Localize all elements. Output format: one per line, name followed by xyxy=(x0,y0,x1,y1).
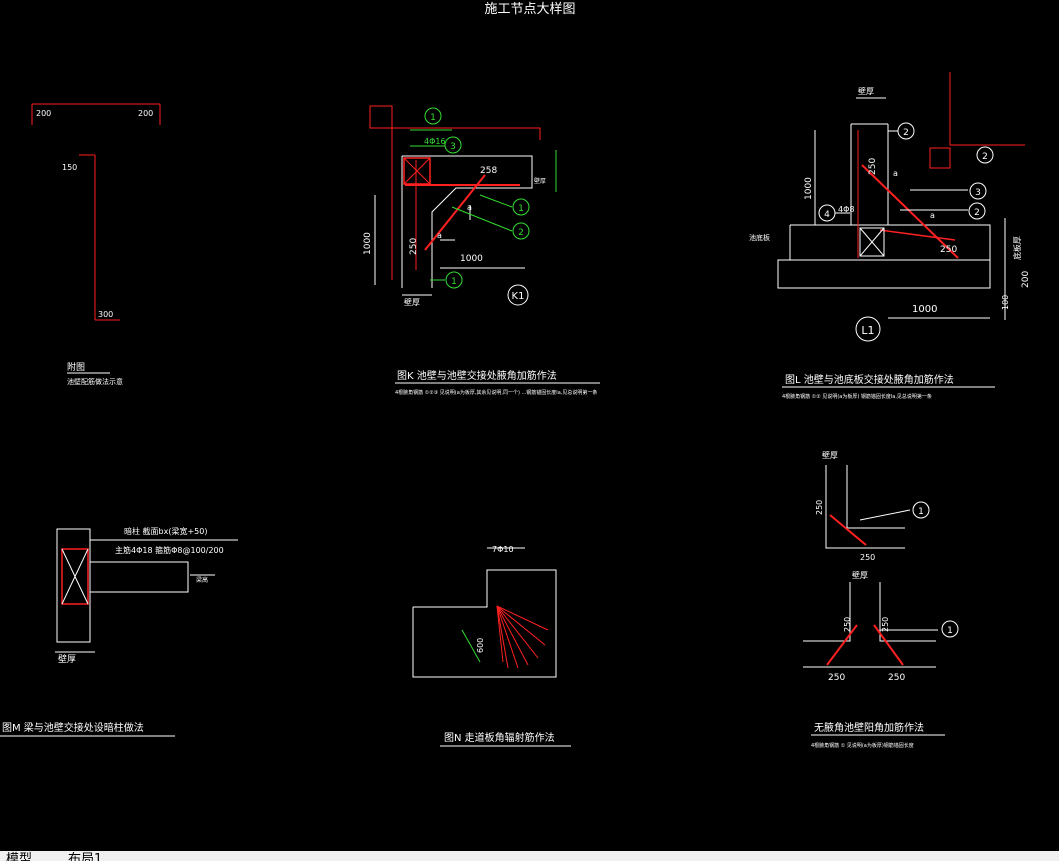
k-dim-250: 250 xyxy=(409,238,419,255)
k-callout-1: 1 xyxy=(430,113,436,123)
dim-200-left: 200 xyxy=(36,109,51,118)
dim-150: 150 xyxy=(62,163,77,172)
n-dim-600: 600 xyxy=(476,638,485,653)
n-bar-label: 7Φ10 xyxy=(492,545,514,554)
l-callout-3: 3 xyxy=(975,188,981,198)
detail-l-labels: 2 2 3 2 4 L1 壁厚 4Φ8 1000 250 a a 250 100… xyxy=(749,86,1031,400)
detail-m-labels: 暗柱 截面bx(梁宽+50) 主筋4Φ18 箍筋Φ8@100/200 梁高 壁厚… xyxy=(0,526,224,737)
sketch-caption-sub: 池壁配筋做法示意 xyxy=(67,377,123,386)
m-label-1: 暗柱 截面bx(梁宽+50) xyxy=(124,526,207,536)
c-dim-250-h1: 250 xyxy=(860,553,875,562)
detail-corner-note: 4根腋角钢筋 ① 见说明(a为板厚)钢筋锚固长度 xyxy=(811,742,914,749)
l-dim-250-h: 250 xyxy=(940,245,957,255)
dim-300: 300 xyxy=(98,310,113,319)
c-dim-250-v2: 250 xyxy=(843,617,852,632)
k-dim-1000-v: 1000 xyxy=(363,232,373,255)
sketch-caption: 附图 xyxy=(67,361,85,373)
detail-l-title: 图L 池壁与池底板交接处腋角加筋作法 xyxy=(785,373,954,386)
l-callout-2a: 2 xyxy=(903,128,909,138)
c-callout-1a: 1 xyxy=(918,507,924,517)
l-dim-250-v: 250 xyxy=(868,158,878,175)
l-callout-4: 4 xyxy=(824,210,830,220)
l-wall-label: 壁厚 xyxy=(858,86,874,96)
l-dim-100: 100 xyxy=(1001,295,1010,310)
l-dim-a2: a xyxy=(930,211,935,220)
c-wall-label-1: 壁厚 xyxy=(822,450,838,460)
tab-model[interactable]: 模型 xyxy=(6,852,33,861)
k-dim-a1: a xyxy=(467,203,472,212)
k-callout-1c: 1 xyxy=(451,277,457,287)
detail-corner-labels: 1 1 壁厚 250 250 壁厚 250 250 250 250 无腋角池壁阳… xyxy=(811,450,953,749)
m-beam-label: 梁高 xyxy=(196,576,208,584)
detail-corner xyxy=(803,465,959,668)
k-tag: K1 xyxy=(512,291,525,302)
detail-k-title: 图K 池壁与池壁交接处腋角加筋作法 xyxy=(397,369,557,382)
k-dim-1000-h: 1000 xyxy=(460,254,483,264)
detail-m-title: 图M 梁与池壁交接处设暗柱做法 xyxy=(2,721,144,734)
detail-m xyxy=(55,528,238,653)
detail-k-note: 4根腋角钢筋 ①②③ 见说明(a为板厚,其余见说明,同一个) ...钢筋锚固长度… xyxy=(395,389,597,396)
l-tag: L1 xyxy=(861,324,874,337)
c-dim-250-v1: 250 xyxy=(815,500,824,515)
dim-200-right: 200 xyxy=(138,109,153,118)
k-bar-label: 4Φ16 xyxy=(424,137,446,146)
c-dim-250-h3: 250 xyxy=(888,673,905,683)
l-dim-200: 200 xyxy=(1021,271,1031,288)
layout-tab-bar: 模型 布局1 xyxy=(0,851,1059,861)
detail-n xyxy=(412,547,557,678)
detail-n-labels: 7Φ10 600 图N 走道板角辐射筋作法 xyxy=(440,545,571,747)
l-callout-2b: 2 xyxy=(982,152,988,162)
k-callout-3: 3 xyxy=(450,142,456,152)
c-callout-1b: 1 xyxy=(947,626,953,636)
l-callout-2c: 2 xyxy=(974,208,980,218)
detail-n-title: 图N 走道板角辐射筋作法 xyxy=(444,731,555,744)
l-dim-1000-h: 1000 xyxy=(912,304,937,315)
l-bottom-label: 底板厚 xyxy=(1012,236,1022,260)
detail-wall-sketch: 200 200 150 300 附图 池壁配筋做法示意 xyxy=(31,103,161,386)
k-dim-a2: a xyxy=(437,231,442,240)
detail-corner-title: 无腋角池壁阳角加筋作法 xyxy=(814,721,924,734)
k-dim-258: 258 xyxy=(480,166,497,176)
m-wall-label: 壁厚 xyxy=(58,653,76,665)
detail-l-note: 4根腋角钢筋 ①② 见说明(a为板厚) 钢筋锚固长度la,见总说明第一条 xyxy=(782,393,932,400)
detail-k xyxy=(369,105,557,306)
k-callout-2: 2 xyxy=(518,228,524,238)
c-wall-label-2: 壁厚 xyxy=(852,570,868,580)
k-side-label: 壁厚 xyxy=(534,177,546,185)
k-callout-1b: 1 xyxy=(518,204,524,214)
c-dim-250-v3: 250 xyxy=(881,617,890,632)
l-slab-label: 池底板 xyxy=(749,233,770,242)
m-label-2: 主筋4Φ18 箍筋Φ8@100/200 xyxy=(115,545,224,555)
l-bar-label: 4Φ8 xyxy=(838,205,854,214)
l-dim-1000-v: 1000 xyxy=(804,177,814,200)
c-dim-250-h2: 250 xyxy=(828,673,845,683)
detail-k-labels: 1 3 1 2 1 K1 4Φ16 258 1000 250 a a 1000 … xyxy=(363,113,600,396)
tab-layout1[interactable]: 布局1 xyxy=(68,852,103,861)
k-wall-label: 壁厚 xyxy=(404,297,420,307)
drawing-title: 施工节点大样图 xyxy=(484,2,575,17)
l-dim-a1: a xyxy=(893,169,898,178)
detail-l xyxy=(777,72,1025,342)
